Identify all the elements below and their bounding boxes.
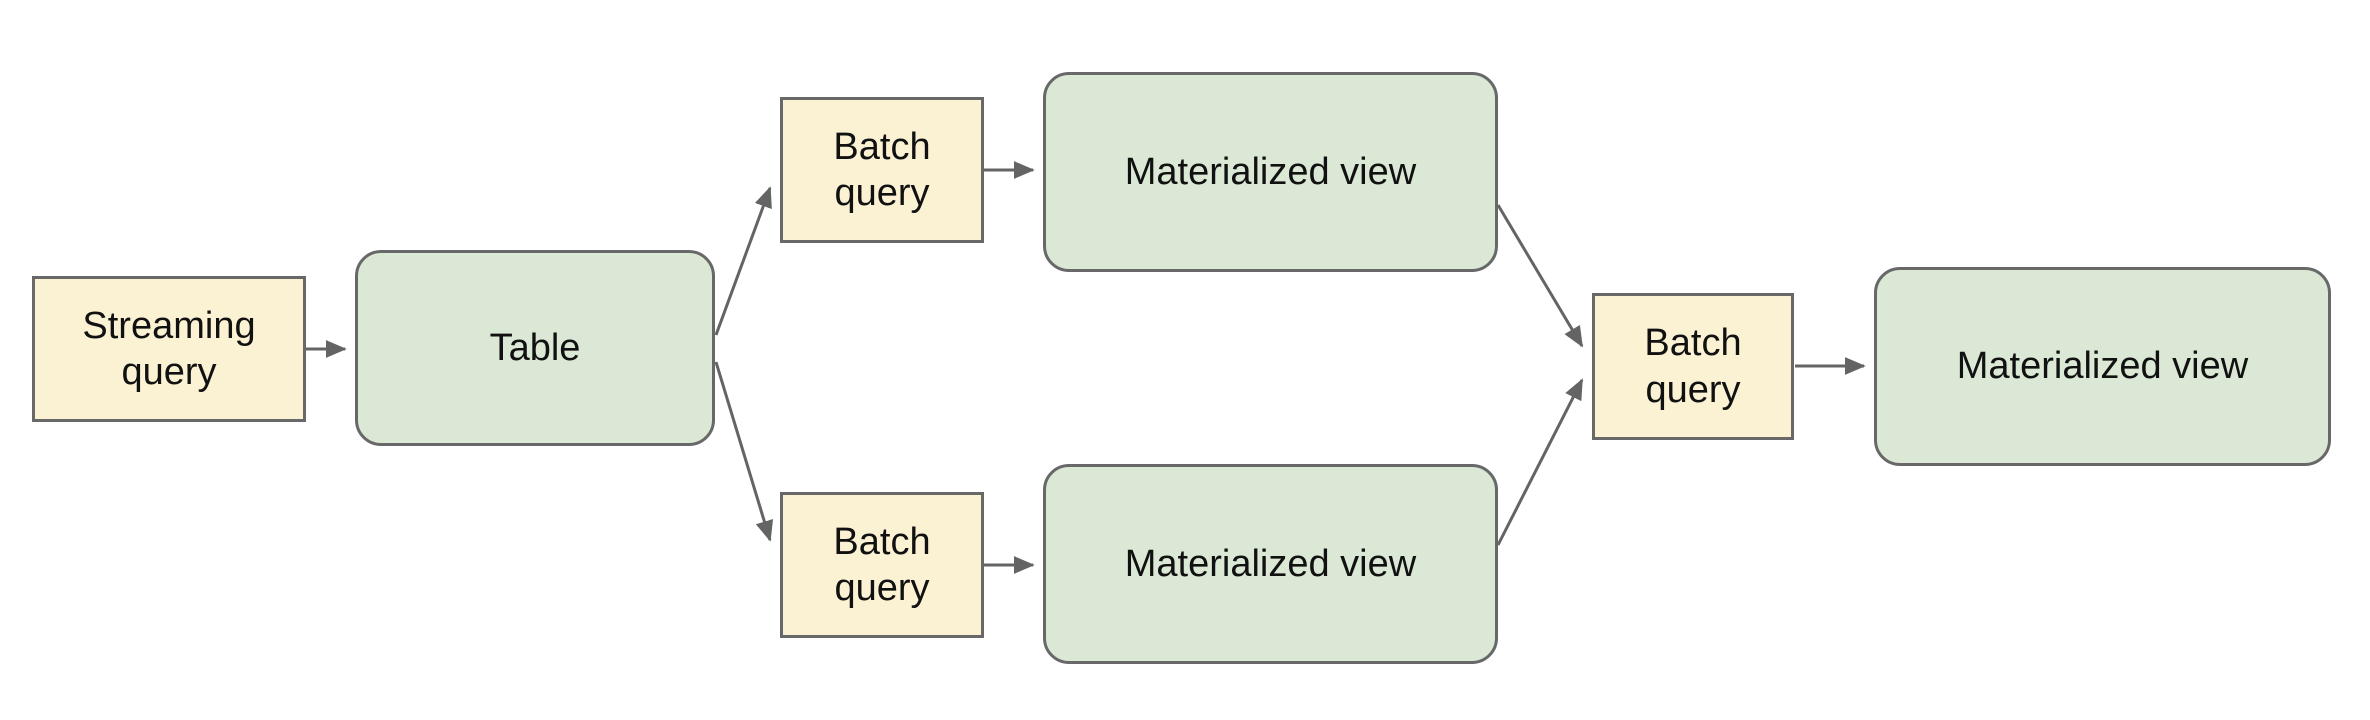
node-table[interactable]: Table [355,250,715,446]
node-batch-query-top[interactable]: Batch query [780,97,984,243]
node-materialized-view-final[interactable]: Materialized view [1874,267,2331,466]
node-materialized-view-top[interactable]: Materialized view [1043,72,1498,272]
edge-table-to-batch-query-top [714,186,772,336]
edge-table-to-batch-query-bottom [714,361,774,542]
node-materialized-view-bottom[interactable]: Materialized view [1043,464,1498,664]
node-batch-query-join[interactable]: Batch query [1592,293,1794,440]
edge-materialized-view-bottom-to-batch-query-join [1496,378,1584,546]
node-batch-query-bottom[interactable]: Batch query [780,492,984,638]
node-streaming-query[interactable]: Streaming query [32,276,306,422]
edge-materialized-view-top-to-batch-query-join [1496,204,1584,348]
